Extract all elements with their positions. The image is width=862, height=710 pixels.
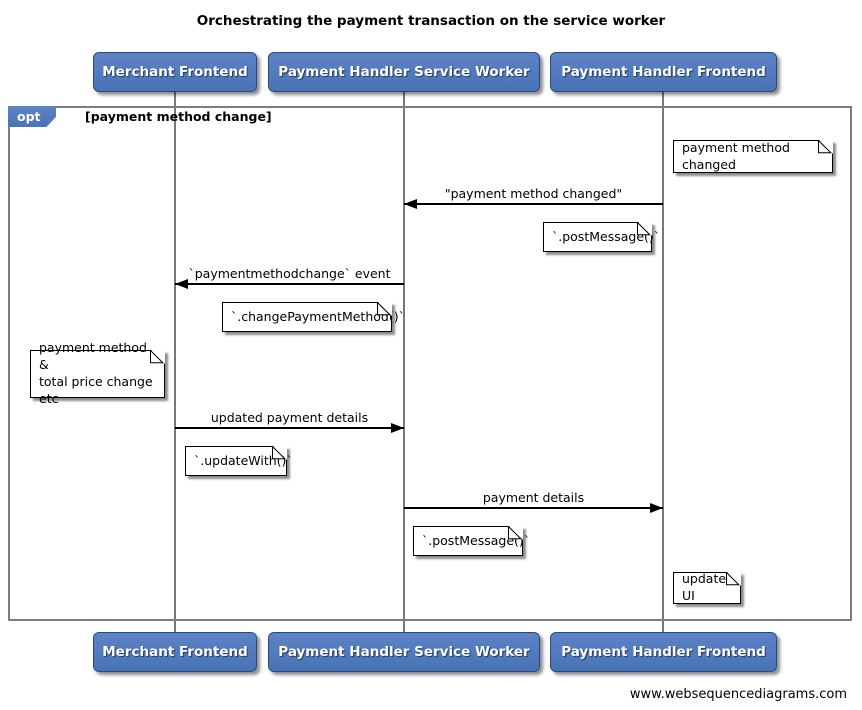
note-text: `.postMessage()` [422,532,531,548]
note-text: payment method changed [682,139,790,172]
message-paymentmethodchange-event: `paymentmethodchange` event [175,266,404,289]
actor-payment-handler-service-worker-bottom: Payment Handler Service Worker [268,632,540,672]
note-payment-method-total-price: payment method & total price change etc [30,340,165,406]
message-label: `paymentmethodchange` event [188,266,391,281]
actor-merchant-frontend-top: Merchant Frontend [93,52,257,92]
note-fold-icon [377,302,391,316]
note-text: payment method & total price change etc [39,340,153,406]
lifeline-merchant-frontend [174,92,176,632]
note-fold-icon [726,572,740,586]
message-payment-method-changed: "payment method changed" [404,186,663,209]
note-update-ui: update UI [673,571,741,604]
actor-payment-handler-service-worker-top: Payment Handler Service Worker [268,52,540,92]
note-post-message-1: `.postMessage()` [543,222,660,252]
note-text: update UI [682,571,727,603]
note-post-message-2: `.postMessage()` [413,526,530,556]
note-fold-icon [272,446,286,460]
note-fold-icon [508,526,522,540]
message-arrow-right-icon [404,502,663,513]
note-fold-icon [150,350,164,364]
actor-merchant-frontend-bottom: Merchant Frontend [93,632,257,672]
note-text: `.changePaymentMethod()` [231,308,405,324]
message-updated-payment-details: updated payment details [175,410,404,433]
note-payment-method-changed: payment method changed [673,140,833,173]
actor-payment-handler-frontend-top: Payment Handler Frontend [550,52,777,92]
lifeline-payment-handler-frontend [662,92,664,632]
message-arrow-left-icon [175,278,404,289]
note-change-payment-method: `.changePaymentMethod()` [222,302,405,332]
opt-operator-tab: opt [8,106,56,127]
note-fold-icon [637,222,651,236]
message-label: payment details [482,490,585,505]
message-payment-details: payment details [404,490,663,513]
note-text: `.postMessage()` [552,228,661,244]
note-fold-icon [818,140,832,154]
lifeline-payment-handler-service-worker [403,92,405,632]
opt-fragment-frame [8,106,852,621]
opt-guard-condition: [payment method change] [85,109,272,124]
message-arrow-left-icon [404,198,663,209]
note-text: `.updateWith()` [194,452,293,468]
actor-payment-handler-frontend-bottom: Payment Handler Frontend [550,632,777,672]
message-label: "payment method changed" [444,186,623,201]
message-arrow-right-icon [175,422,404,433]
message-label: updated payment details [210,410,369,425]
note-update-with: `.updateWith()` [185,446,293,476]
watermark-websequencediagrams: www.websequencediagrams.com [629,687,847,702]
diagram-title: Orchestrating the payment transaction on… [196,13,666,29]
